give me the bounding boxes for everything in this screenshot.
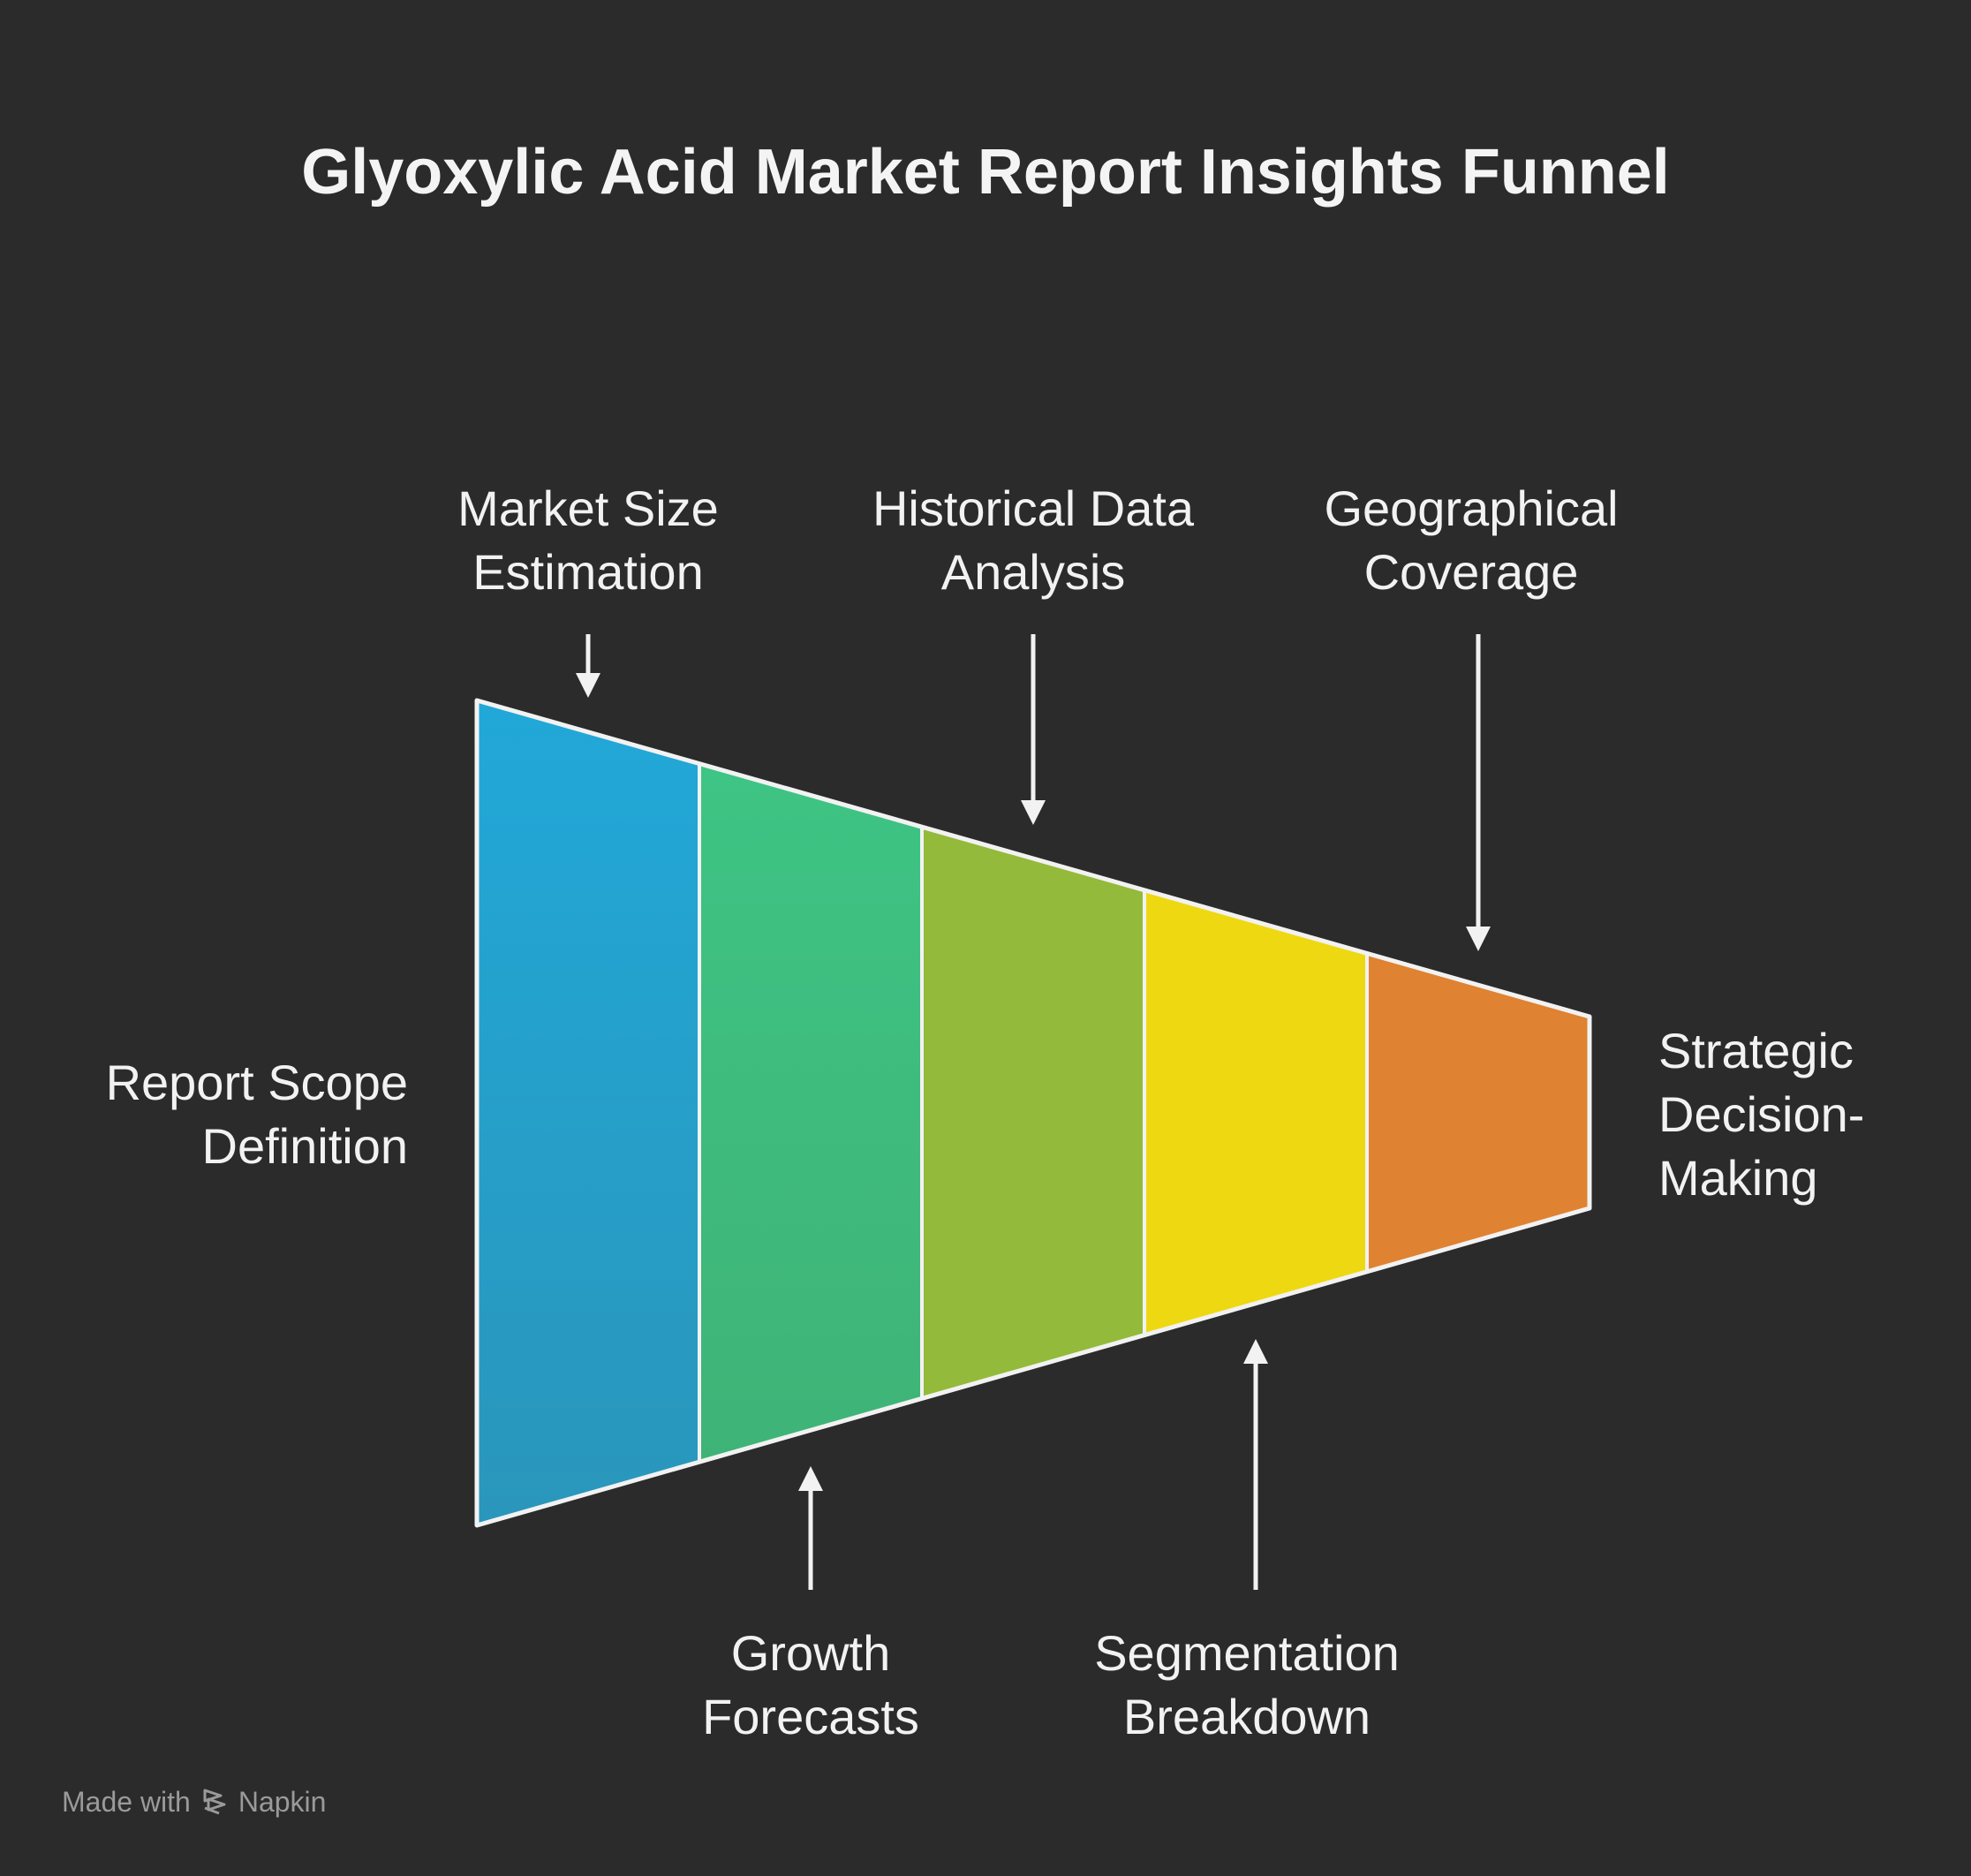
- label-report-scope-definition: Report Scope Definition: [105, 1055, 408, 1174]
- label-market-size-estimation: Market Size Estimation: [457, 480, 719, 600]
- arrow-historical-data: [1021, 634, 1046, 825]
- napkin-logo-icon: [203, 1789, 226, 1815]
- made-with-napkin-footer: Made with Napkin: [62, 1780, 326, 1824]
- arrow-market-size: [576, 634, 600, 698]
- funnel-segment-1: [477, 700, 699, 1525]
- funnel-segment-4: [1144, 890, 1367, 1335]
- funnel-segment-5: [1367, 953, 1590, 1272]
- label-strategic-decision-making: Strategic Decision- Making: [1658, 1023, 1865, 1206]
- arrow-growth-forecasts: [798, 1466, 823, 1590]
- page-title: Glyoxylic Acid Market Report Insights Fu…: [301, 137, 1670, 208]
- made-with-text: Made with: [62, 1786, 191, 1818]
- label-segmentation-breakdown: Segmentation Breakdown: [1094, 1625, 1400, 1744]
- label-geographical-coverage: Geographical Coverage: [1324, 480, 1619, 600]
- arrow-segmentation: [1243, 1339, 1268, 1590]
- label-historical-data-analysis: Historical Data Analysis: [872, 480, 1195, 600]
- arrow-geographical: [1466, 634, 1491, 951]
- funnel-segment-3: [922, 827, 1144, 1398]
- funnel-segment-2: [699, 763, 922, 1462]
- funnel-outline: [474, 698, 1592, 1528]
- label-growth-forecasts: Growth Forecasts: [702, 1625, 919, 1744]
- napkin-brand: Napkin: [238, 1786, 327, 1818]
